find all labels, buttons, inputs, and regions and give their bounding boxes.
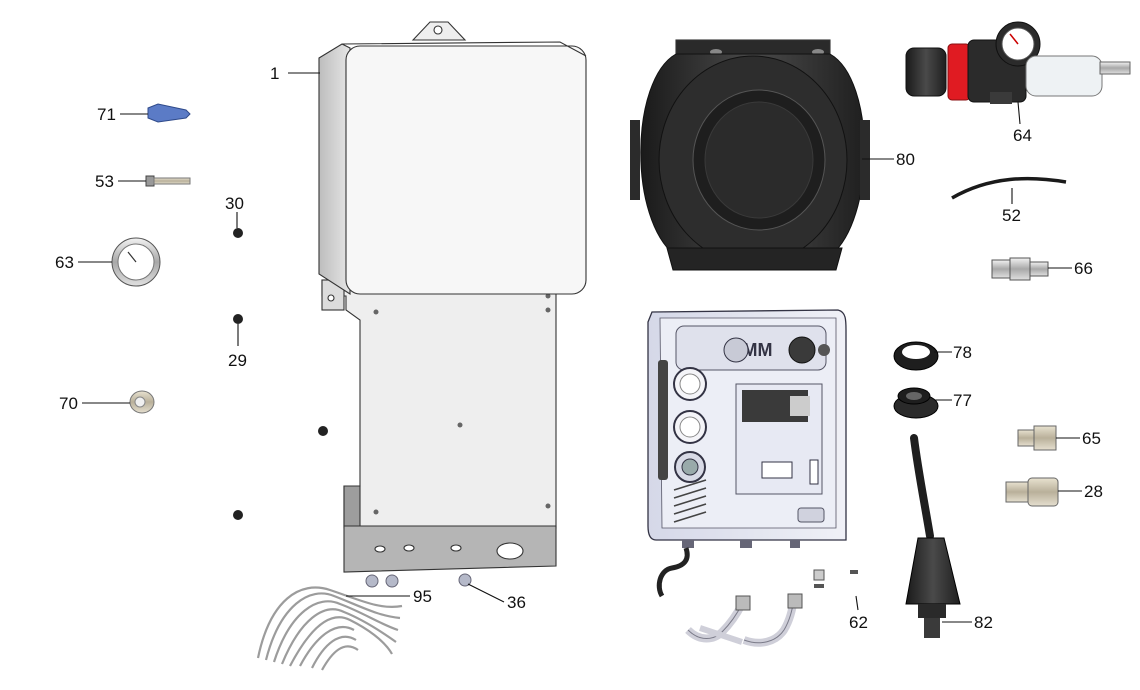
label-36: 36 [507,593,526,612]
part-36-plugs [365,573,472,588]
label-53: 53 [95,172,114,191]
part-28-fitting [1005,477,1059,507]
part-labels: 1 71 53 30 63 29 70 95 36 80 64 52 66 78… [55,64,1103,632]
label-77: 77 [953,391,972,410]
part-78-ring [893,341,939,371]
part-64-regulator [905,21,1131,104]
label-63: 63 [55,253,74,272]
part-70-bushing [129,390,155,414]
label-30: 30 [225,194,244,213]
label-52: 52 [1002,206,1021,225]
part-29-nut [233,314,328,520]
part-30-nut [233,228,243,238]
label-95: 95 [413,587,432,606]
label-80: 80 [896,150,915,169]
label-62: 62 [849,613,868,632]
part-82-nozzle [905,434,961,638]
label-82: 82 [974,613,993,632]
control-panel-assembly: FMM [647,309,858,647]
part-80-cover [630,39,870,271]
part-66-fitting [991,257,1049,281]
label-78: 78 [953,343,972,362]
label-71: 71 [97,105,116,124]
label-29: 29 [228,351,247,370]
label-64: 64 [1013,126,1032,145]
part-65-fitting [1017,425,1057,451]
part-52-tube [951,176,1067,200]
part-77-grommet [893,387,939,419]
part-71-wall-plug [147,103,191,123]
label-28: 28 [1084,482,1103,501]
label-70: 70 [59,394,78,413]
label-1: 1 [270,64,279,83]
part-53-screw [145,175,191,187]
label-65: 65 [1082,429,1101,448]
part-63-gauge [111,237,161,287]
leader-lines [78,72,1082,623]
part-95-wire-bundle [256,586,403,671]
part-1-enclosure [318,21,587,573]
label-66: 66 [1074,259,1093,278]
